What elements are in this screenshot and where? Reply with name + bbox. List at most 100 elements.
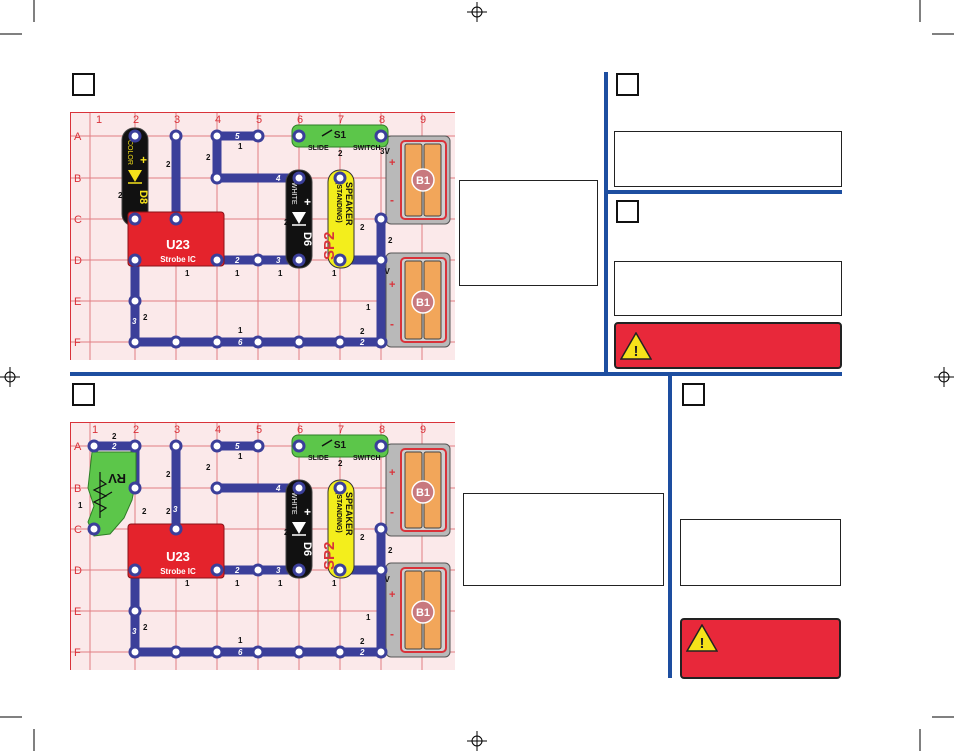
battery-holder-top: B1 + - [385,443,451,537]
level-number: 2 [118,191,123,200]
row-label: F [74,647,81,659]
step-number-box-5 [682,383,705,406]
speaker-name: SPEAKER [344,182,354,226]
level-number: 1 [185,579,190,588]
ic-id: U23 [166,237,190,252]
wire-label: 6 [238,648,243,657]
speaker-sub: (STANDING) [335,182,342,223]
wire-label: 2 [111,442,117,451]
level-number: 1 [278,579,283,588]
col-label: 4 [215,114,221,126]
step-number-box-3 [616,200,639,223]
battery-holder-bottom: B1 3V + - [380,252,451,348]
wire-label: 5 [235,442,240,451]
warning-triangle-icon: ! [686,624,718,652]
speaker-sp2: SPEAKER (STANDING) SP2 [321,169,355,269]
step-number-box-4 [72,383,95,406]
frame-divider-bottom [668,376,672,678]
led-plus: + [304,505,311,519]
level-number: 2 [338,459,343,468]
battery-plus: + [389,589,395,601]
led-text: WHITE [290,182,297,205]
battery-plus: + [389,279,395,291]
wire-label: 3 [276,566,281,575]
led-d6-white: + WHITE D6 [285,169,313,269]
battery-plus: + [389,157,395,169]
led-id: D8 [137,190,149,204]
wire-label: 2 [359,648,365,657]
level-number: 2 [284,528,289,537]
frame-divider-top [604,72,608,372]
switch-text: SWITCH [353,455,381,462]
level-number: 1 [238,452,243,461]
wire-label: 3 [173,505,178,514]
ic-name: Strobe IC [160,567,196,576]
row-label: B [74,483,81,495]
battery-label: B1 [416,297,430,309]
row-label: A [74,441,82,453]
led-id: D6 [301,542,313,556]
level-number: 2 [388,236,393,245]
speaker-sp2: SPEAKER (STANDING) SP2 [321,479,355,579]
circuit-diagram-2: 1 2 3 4 5 6 7 8 9 A B C D E F B1 + - B1 … [70,422,455,670]
warning-box-2: ! [680,618,841,679]
col-label: 6 [297,114,303,126]
speaker-sub: (STANDING) [335,492,342,533]
wire-label: 3 [132,317,137,326]
svg-text:!: ! [634,343,639,360]
speaker-name: SPEAKER [344,492,354,536]
rv-id: RV [108,471,126,486]
battery-minus: - [390,317,394,331]
col-label: 7 [338,424,344,436]
led-plus: + [140,153,147,167]
switch-label: S1 [334,130,347,141]
level-numbers: 2 2 2 2 1 1 2 2 2 2 2 1 1 1 2 1 2 1 1 [78,432,393,646]
level-number: 2 [360,533,365,542]
led-id: D6 [301,232,313,246]
level-number: 2 [284,218,289,227]
level-number: 1 [235,579,240,588]
col-label: 5 [256,114,262,126]
level-number: 2 [143,623,148,632]
level-number: 1 [332,579,337,588]
wire-label: 5 [235,132,240,141]
warning-box-1: ! [614,322,842,369]
level-number: 2 [142,507,147,516]
battery-holder-top: B1 3V + - [380,135,451,225]
strobe-ic-u23: U23 Strobe IC [127,211,225,267]
slide-switch-s1: S1 SLIDE SWITCH [291,434,389,462]
snap-posts [128,129,388,349]
wire-label: 2 [359,338,365,347]
battery-plus: + [389,467,395,479]
col-label: 8 [379,424,385,436]
speaker-id: SP2 [321,232,338,260]
text-box-circuit-1 [459,180,598,286]
level-number: 2 [112,432,117,441]
col-label: 8 [379,114,385,126]
level-number: 2 [338,149,343,158]
level-number: 2 [166,470,171,479]
svg-text:!: ! [700,635,705,652]
led-text: COLOR [126,140,133,165]
col-label: 5 [256,424,262,436]
potentiometer-rv: RV [87,451,137,537]
col-label: 2 [133,424,139,436]
wire-label: 3 [276,256,281,265]
row-label: F [74,337,81,349]
column-labels: 1 2 3 4 5 6 7 8 9 [92,424,426,436]
col-label: 4 [215,424,221,436]
slide-switch-s1: S1 SLIDE SWITCH [291,124,389,152]
column-labels: 1 2 3 4 5 6 7 8 9 [96,114,426,126]
switch-label: S1 [334,440,347,451]
wire-label: 2 [234,566,240,575]
row-label: E [74,606,81,618]
ic-name: Strobe IC [160,255,196,264]
wire-label: 2 [234,256,240,265]
level-number: 1 [238,326,243,335]
battery-voltage: 3V [380,147,390,156]
text-box-step-3 [614,261,842,316]
level-number: 2 [360,327,365,336]
col-label: 6 [297,424,303,436]
level-number: 1 [366,303,371,312]
battery-label: B1 [416,607,430,619]
